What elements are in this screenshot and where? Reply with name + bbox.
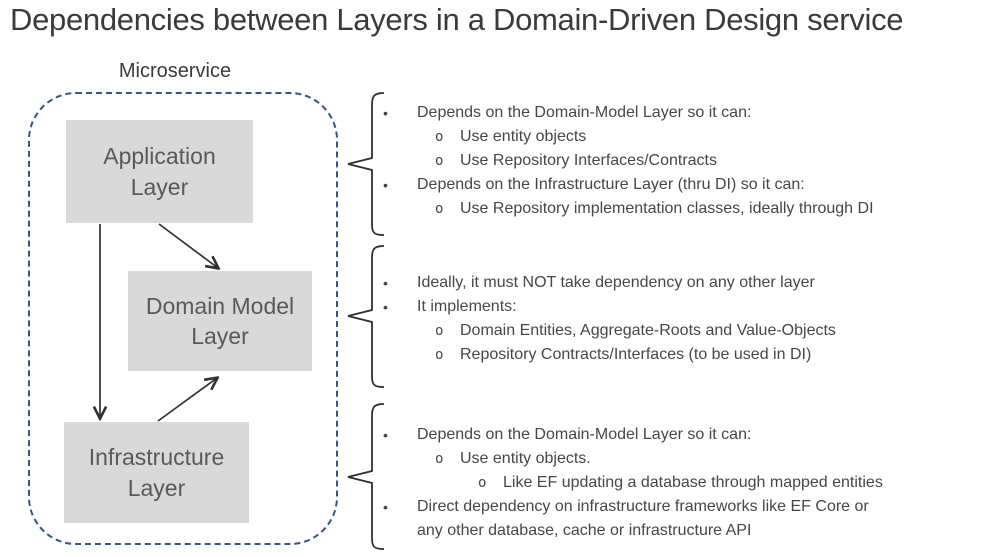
brace-domain-model-notes xyxy=(347,245,385,388)
note-text: Direct dependency on infrastructure fram… xyxy=(417,498,869,539)
application-layer-box: Application Layer xyxy=(66,120,253,223)
list-item: o Domain Entities, Aggregate-Roots and Va… xyxy=(380,319,970,343)
list-item: o Use Repository implementation classes, … xyxy=(380,197,970,221)
list-item: • Depends on the Infrastructure Layer (th… xyxy=(380,173,970,197)
list-item: • Depends on the Domain-Model Layer so it… xyxy=(380,423,970,447)
list-item: • Depends on the Domain-Model Layer so it… xyxy=(380,101,970,125)
bullet-icon: • xyxy=(383,177,388,193)
note-text: Use entity objects. xyxy=(460,450,591,467)
note-text: Depends on the Domain-Model Layer so it … xyxy=(417,426,752,443)
note-text: Domain Entities, Aggregate-Roots and Val… xyxy=(460,322,836,339)
microservice-boundary xyxy=(28,92,338,545)
bullet-icon: • xyxy=(383,427,388,443)
note-text: Ideally, it must NOT take dependency on … xyxy=(417,274,815,291)
note-text: Like EF updating a database through mapp… xyxy=(503,474,883,491)
bullet-icon: • xyxy=(383,499,388,515)
bullet-icon: • xyxy=(383,105,388,121)
note-text: Use entity objects xyxy=(460,128,587,145)
list-item: o Like EF updating a database through map… xyxy=(380,471,970,495)
microservice-label: Microservice xyxy=(118,60,232,82)
circle-bullet-icon: o xyxy=(435,201,444,217)
list-item: o Use Repository Interfaces/Contracts xyxy=(380,149,970,173)
list-item: o Use entity objects xyxy=(380,125,970,149)
infrastructure-layer-notes: • Depends on the Domain-Model Layer so it… xyxy=(380,423,970,543)
note-text: Use Repository implementation classes, i… xyxy=(460,200,874,217)
circle-bullet-icon: o xyxy=(435,451,444,467)
note-text: Use Repository Interfaces/Contracts xyxy=(460,152,717,169)
list-item: o Repository Contracts/Interfaces (to be … xyxy=(380,343,970,367)
circle-bullet-icon: o xyxy=(435,153,444,169)
application-layer-notes: • Depends on the Domain-Model Layer so it… xyxy=(380,101,970,221)
list-item: o Use entity objects. xyxy=(380,447,970,471)
brace-application-notes xyxy=(347,92,385,236)
circle-bullet-icon: o xyxy=(435,323,444,339)
circle-bullet-icon: o xyxy=(435,347,444,363)
circle-bullet-icon: o xyxy=(435,129,444,145)
page-title: Dependencies between Layers in a Domain-… xyxy=(10,2,904,37)
list-item: • Ideally, it must NOT take dependency on… xyxy=(380,271,970,295)
note-text: It implements: xyxy=(417,298,517,315)
circle-bullet-icon: o xyxy=(478,475,487,491)
note-text: Depends on the Infrastructure Layer (thr… xyxy=(417,176,805,193)
note-text: Depends on the Domain-Model Layer so it … xyxy=(417,104,752,121)
bullet-icon: • xyxy=(383,275,388,291)
list-item: • It implements: xyxy=(380,295,970,319)
note-text: Repository Contracts/Interfaces (to be u… xyxy=(460,346,812,363)
domain-model-layer-notes: • Ideally, it must NOT take dependency on… xyxy=(380,271,970,367)
list-item: • Direct dependency on infrastructure fra… xyxy=(380,495,970,543)
brace-infrastructure-notes xyxy=(347,403,385,550)
infrastructure-layer-box: Infrastructure Layer xyxy=(64,422,249,523)
bullet-icon: • xyxy=(383,299,388,315)
domain-model-layer-box: Domain Model Layer xyxy=(128,271,312,371)
